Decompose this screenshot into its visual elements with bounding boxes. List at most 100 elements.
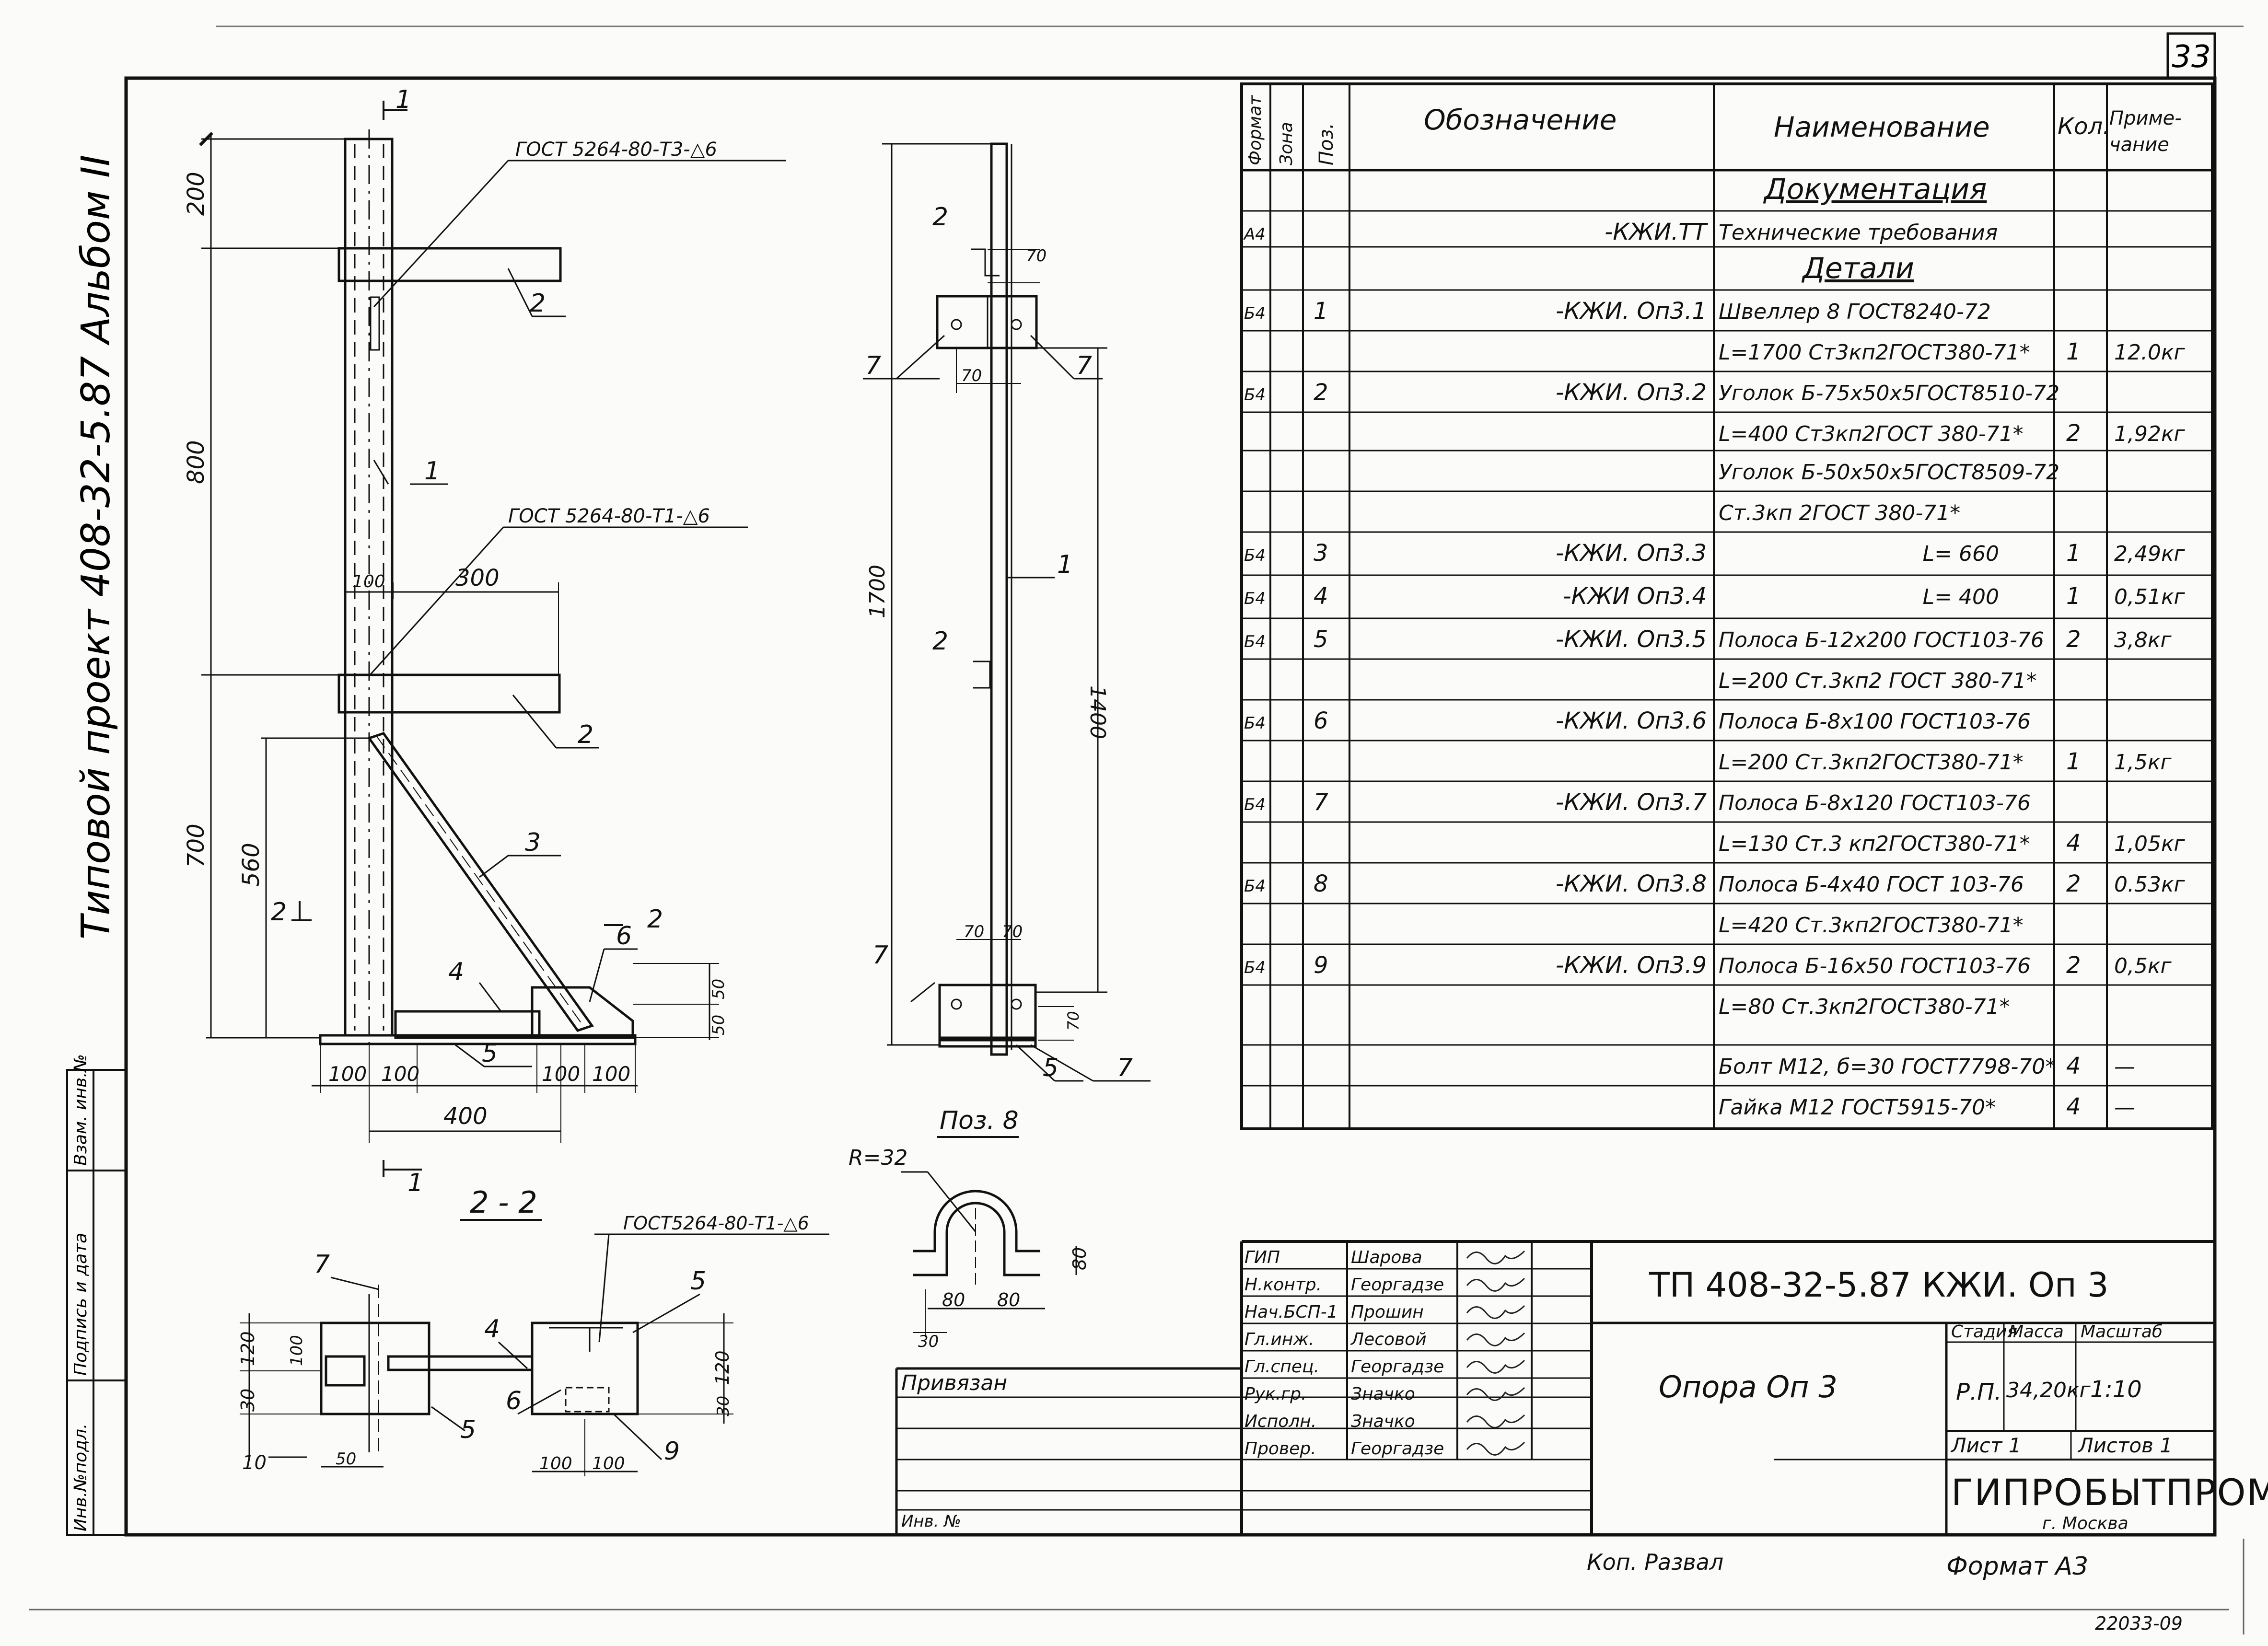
dim-100-a: 100 <box>328 1062 367 1086</box>
dim-560: 560 <box>238 843 265 887</box>
cell-name: Полоса Б-12х200 ГОСТ103-76 <box>1719 628 2044 652</box>
dim-800: 800 <box>183 440 209 484</box>
dim-300: 300 <box>455 565 500 591</box>
strip-signature-label: Подпись и дата <box>71 1233 91 1376</box>
pos-label-1: 1 <box>424 457 440 486</box>
sheet-label: Лист 1 <box>1950 1434 2022 1457</box>
dim-70-d: 70 <box>1002 922 1023 941</box>
base-plate <box>319 1034 637 1045</box>
cell-qty: 4 <box>2066 1093 2081 1120</box>
section-1-top: 1 <box>395 85 411 114</box>
cell-qty: 2 <box>2066 420 2081 447</box>
project-code: ТП 408-32-5.87 КЖИ. Оп 3 <box>1649 1265 2109 1305</box>
stage-label: Стадия <box>1951 1322 2017 1342</box>
dim-70-a: 70 <box>1026 246 1047 266</box>
sec-dim-100: 100 <box>287 1335 306 1366</box>
cell-note: 0,5кг <box>2114 954 2172 978</box>
title-block-text: ТП 408-32-5.87 КЖИ. Оп 3 Опора Оп 3 Стад… <box>901 1265 2268 1533</box>
cell-name: L= 660 <box>1923 542 1999 566</box>
cell-qty: 2 <box>2066 626 2081 653</box>
signature-name: Прошин <box>1351 1302 1424 1322</box>
signature-row: Н.контр.Георгадзе <box>1244 1275 1525 1295</box>
sec-dim-100-a: 100 <box>539 1454 572 1473</box>
cell-note: 1,92кг <box>2114 422 2186 446</box>
cell-name-2: L=400 Ст3кп2ГОСТ 380-71* <box>1719 422 2024 446</box>
pos8-detail <box>901 1136 1077 1337</box>
sec-pos-5-l: 5 <box>460 1415 476 1444</box>
table-row: Гайка М12 ГОСТ5915-70*4— <box>1719 1093 2135 1120</box>
cell-name: Уголок Б-50х50х5ГОСТ8509-72 <box>1719 460 2059 485</box>
cell-format: Б4 <box>1244 304 1266 323</box>
cell-name: Болт М12, б=30 ГОСТ7798-70* <box>1719 1055 2056 1079</box>
cell-name-2: L=80 Ст.3кп2ГОСТ380-71* <box>1719 995 2010 1019</box>
stage-value: Р.П. <box>1956 1379 2002 1405</box>
cell-note: 0,51кг <box>2114 585 2186 609</box>
signature-role: Провер. <box>1244 1439 1316 1459</box>
cell-name-2: L=130 Ст.3 кп2ГОСТ380-71* <box>1719 832 2030 856</box>
cell-name-2: Ст.3кп 2ГОСТ 380-71* <box>1719 501 1960 525</box>
side-pos-2-mid: 2 <box>932 627 948 656</box>
cell-note: 0.53кг <box>2114 872 2186 897</box>
section-2-2 <box>240 1219 829 1476</box>
title-block <box>895 1240 2215 1535</box>
cell-designation: -КЖИ. Оп3.6 <box>1556 707 1707 734</box>
signature-name: Значко <box>1351 1412 1415 1431</box>
cell-designation: -КЖИ.ТТ <box>1605 219 1709 245</box>
sec-dim-120-r: 120 <box>712 1350 733 1385</box>
signature-mark <box>1466 1305 1525 1319</box>
sec-dim-30: 30 <box>237 1389 258 1412</box>
dim-100-d: 100 <box>592 1062 630 1086</box>
diagonal-brace <box>367 732 594 1032</box>
cell-name: Гайка М12 ГОСТ5915-70* <box>1719 1095 1996 1120</box>
signature-name: Шаровa <box>1351 1248 1422 1267</box>
side-view <box>863 142 1151 1082</box>
cell-qty: 1 <box>2066 748 2081 775</box>
pos-label-2-mid: 2 <box>578 720 593 749</box>
pos8-radius: R=32 <box>849 1146 907 1170</box>
cell-pos: 4 <box>1314 583 1328 610</box>
section-weld-note: ГОСТ5264-80-Т1-△6 <box>623 1213 809 1234</box>
side-title: Типовой проект 408-32-5.87 Альбом II <box>73 155 119 939</box>
cell-designation: -КЖИ Оп3.4 <box>1563 583 1707 610</box>
section-1-bottom: 1 <box>407 1169 423 1197</box>
side-pos-7-bottom: 7 <box>872 941 888 970</box>
side-view-labels: 1700 1400 70 70 70 70 70 2 7 7 1 2 7 5 7 <box>865 203 1133 1082</box>
signature-role: Нач.БСП-1 <box>1244 1302 1338 1322</box>
cell-pos: 9 <box>1314 952 1328 979</box>
cell-name: Швеллер 8 ГОСТ8240-72 <box>1719 300 1991 324</box>
side-pos-2-top: 2 <box>932 203 948 232</box>
cell-designation: -КЖИ. Оп3.7 <box>1556 789 1707 816</box>
cell-format: Б4 <box>1244 714 1266 733</box>
cell-format: Б4 <box>1244 795 1266 814</box>
cell-qty: 4 <box>2066 1053 2081 1079</box>
signature-name: Георгадзе <box>1351 1439 1444 1459</box>
cell-note: 3,8кг <box>2114 628 2172 652</box>
section-details: Детали <box>1801 252 1914 285</box>
footer-copied: Коп. Развал <box>1587 1549 1723 1575</box>
scale-value: 1:10 <box>2090 1376 2142 1403</box>
dim-70-c: 70 <box>964 922 984 941</box>
side-pos-5: 5 <box>1043 1054 1058 1082</box>
header-format: Формат <box>1245 95 1265 165</box>
cell-designation: -КЖИ. Оп3.9 <box>1556 952 1707 979</box>
item-name: Опора Оп 3 <box>1659 1369 1838 1404</box>
signature-row: Гл.спец.Георгадзе <box>1244 1357 1525 1377</box>
pos8-dim-80-b: 80 <box>997 1289 1020 1310</box>
sec-dim-100-b: 100 <box>592 1454 625 1473</box>
signature-name: Лесовой <box>1350 1330 1427 1349</box>
weld-note-middle: ГОСТ 5264-80-Т1-△6 <box>508 505 710 527</box>
sec-pos-6: 6 <box>506 1387 522 1415</box>
cell-name: Полоса Б-8х120 ГОСТ103-76 <box>1719 791 2031 815</box>
signature-role: Гл.инж. <box>1244 1330 1314 1349</box>
mass-value: 34,20кг <box>2006 1378 2091 1403</box>
side-pos-1: 1 <box>1057 550 1073 579</box>
cell-note: 12.0кг <box>2114 340 2186 365</box>
